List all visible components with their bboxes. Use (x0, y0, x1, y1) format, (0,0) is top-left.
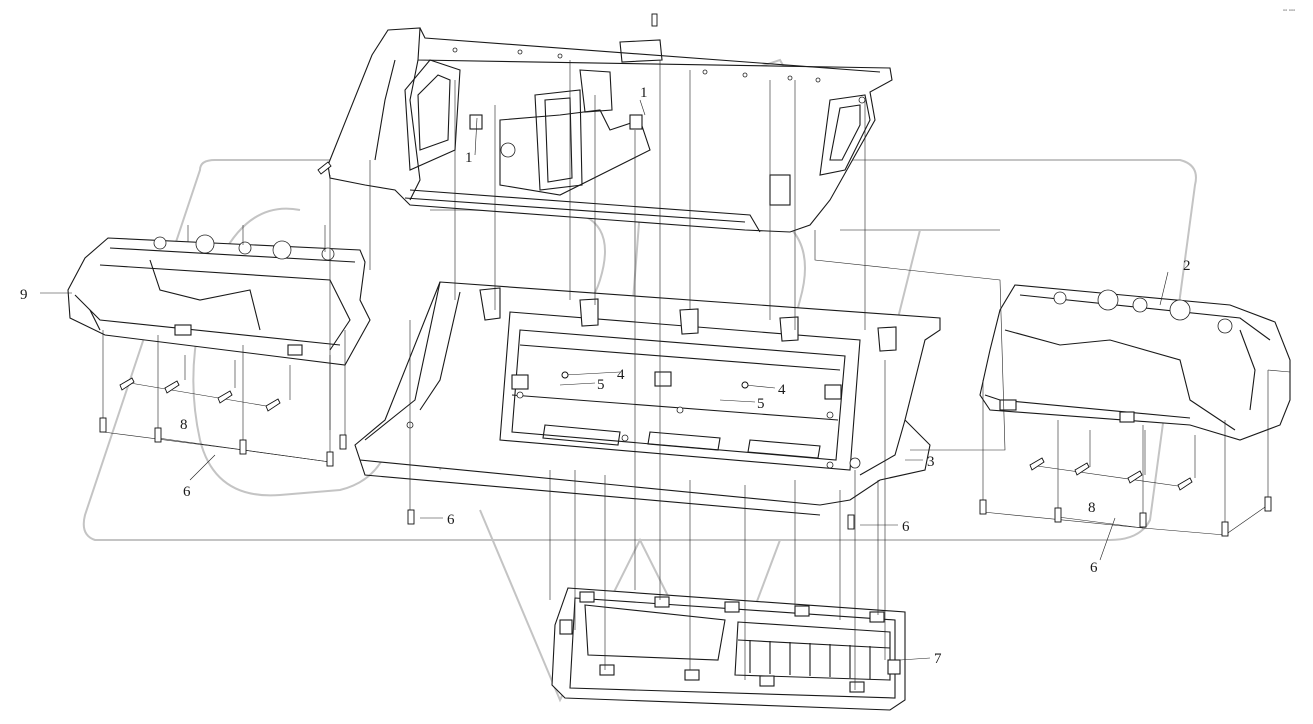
screw-set-left (99, 377, 347, 467)
callout-4-right: 4 (778, 382, 786, 398)
callout-labels: 1 1 2 3 4 4 5 5 6 6 6 6 7 8 8 9 (20, 85, 1191, 667)
callout-1-right: 1 (640, 85, 648, 101)
callout-9: 9 (20, 287, 28, 303)
callout-6-left: 6 (183, 484, 191, 500)
callout-2: 2 (1183, 258, 1191, 274)
glovebox-lid (551, 587, 906, 711)
fasteners (99, 13, 1272, 537)
callout-6-center-left: 6 (447, 512, 455, 528)
callout-5-right: 5 (757, 396, 765, 412)
callout-7: 7 (934, 651, 942, 667)
callout-4-left: 4 (617, 367, 625, 383)
screw-set-right (979, 457, 1272, 537)
center-glovebox-housing (354, 281, 941, 516)
corner-mark: ▫▫ ▫▫▫ (1283, 8, 1295, 14)
screw-set-center (317, 13, 855, 530)
left-side-tray (67, 234, 371, 366)
callout-1-left: 1 (465, 150, 473, 166)
callout-8-right: 8 (1088, 500, 1096, 516)
callout-6-center-right: 6 (902, 519, 910, 535)
callout-8-left: 8 (180, 417, 188, 433)
callout-3: 3 (927, 454, 935, 470)
callout-5-left: 5 (597, 377, 605, 393)
right-side-tray (979, 284, 1291, 441)
callout-6-right: 6 (1090, 560, 1098, 576)
upper-mounting-frame (327, 27, 893, 233)
